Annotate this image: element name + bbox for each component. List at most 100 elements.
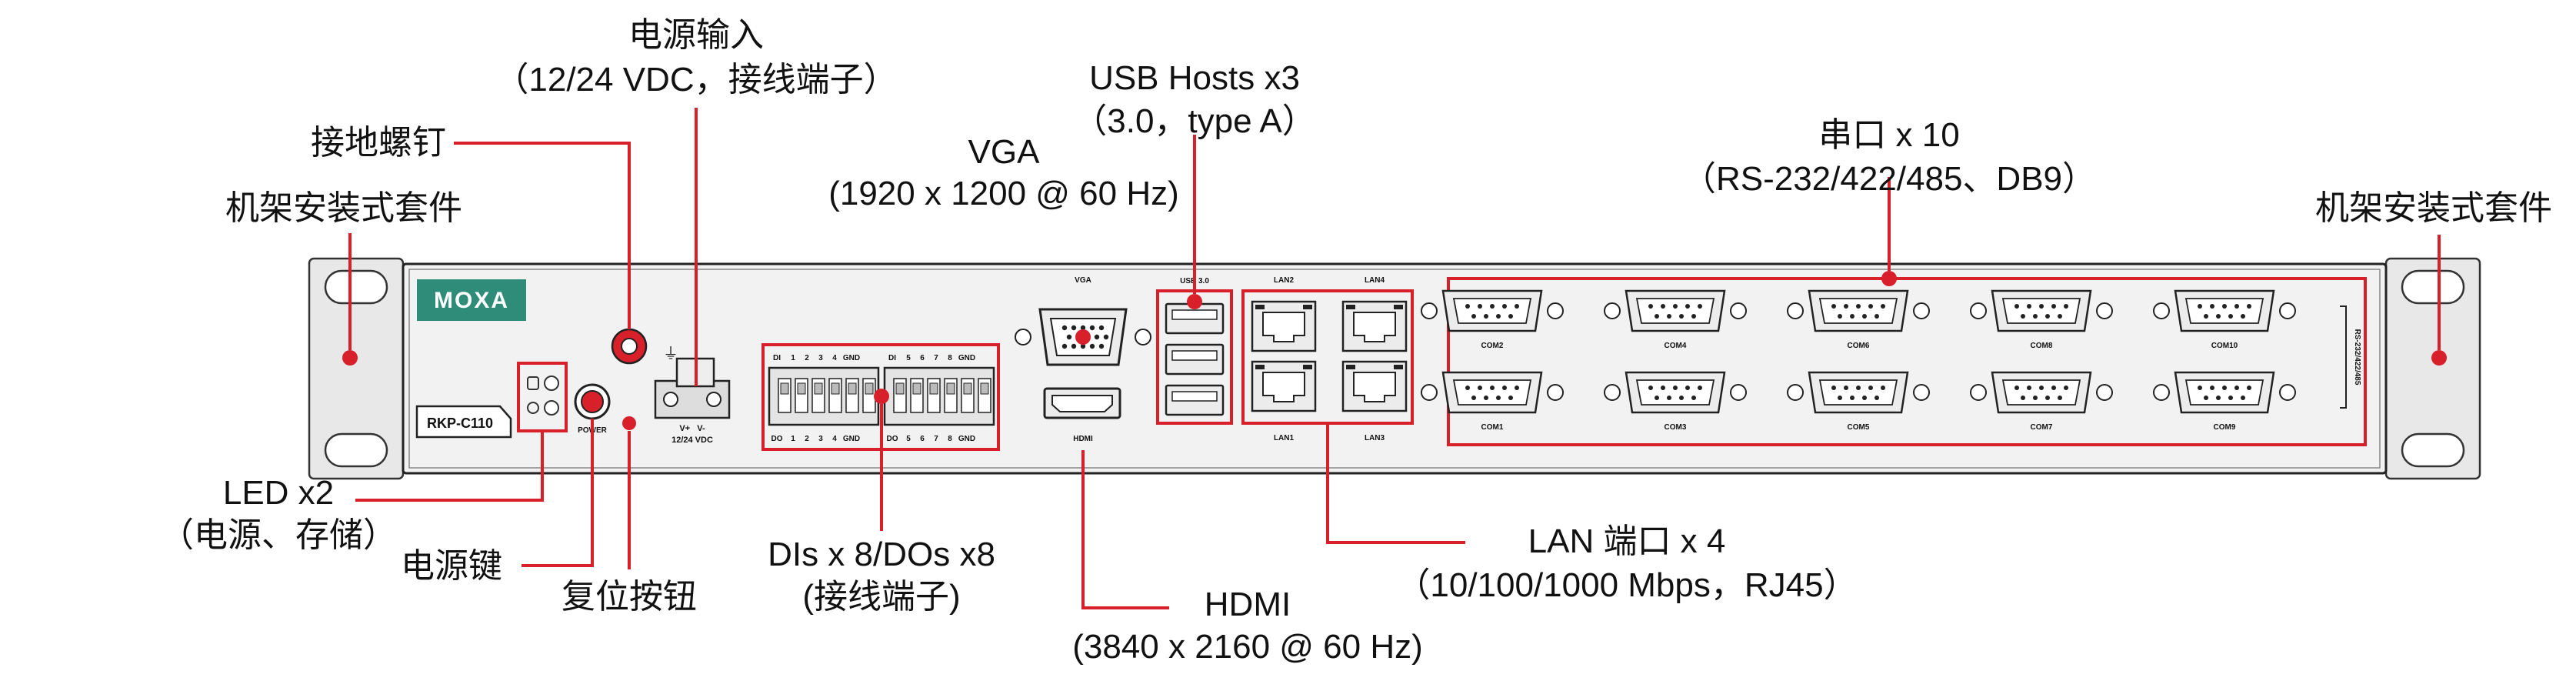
dio-top-label: DI xyxy=(773,354,781,362)
lan-port-opening xyxy=(1353,372,1396,402)
lan-led xyxy=(1346,305,1355,309)
dio-top-label: 3 xyxy=(818,354,823,362)
dio-bottom-label: DO xyxy=(887,435,898,443)
com-pin xyxy=(1844,386,1848,390)
com-port-inner xyxy=(1818,298,1898,324)
usb-detail: （3.0，type A） xyxy=(1073,102,1315,140)
com-pin xyxy=(1862,314,1867,319)
lan-port-opening xyxy=(1353,312,1396,342)
model-label: RKP-C110 xyxy=(427,416,493,431)
com-screw xyxy=(2279,384,2296,401)
reset-button xyxy=(622,416,636,430)
com-pin xyxy=(2064,386,2068,390)
com-port-inner xyxy=(2184,298,2264,324)
lead-lan xyxy=(1326,423,1465,544)
dio-top-label: 7 xyxy=(934,354,938,362)
dio-pin-latch xyxy=(831,382,840,395)
dio-top-label: GND xyxy=(843,354,860,362)
com-pin xyxy=(1502,304,1507,309)
com-pin xyxy=(1856,386,1861,390)
ground-screw-title: 接地螺钉 xyxy=(311,124,446,162)
hdmi-port-inner xyxy=(1051,395,1113,412)
com-label: COM3 xyxy=(1665,423,1687,432)
com-pin xyxy=(1831,386,1836,390)
com-screw xyxy=(1730,302,1747,319)
lan-port-opening xyxy=(1262,312,1305,342)
com-screw xyxy=(2279,302,2296,319)
com-pin xyxy=(2039,304,2044,309)
com-pin xyxy=(1868,304,1873,309)
vga-callout-dot xyxy=(1075,329,1091,345)
com-pin xyxy=(2234,386,2239,390)
dio-callout-dot xyxy=(874,389,889,404)
com-screw xyxy=(2096,302,2113,319)
com-pin xyxy=(2045,396,2050,400)
com-pin xyxy=(1850,314,1855,319)
com-pin xyxy=(1868,386,1873,390)
serial-highlight xyxy=(1447,277,2367,446)
lan-port-opening xyxy=(1262,372,1305,402)
vga-pin xyxy=(1080,343,1086,349)
com-ports: COM2COM1COM4COM3COM6COM5COM8COM7COM10COM… xyxy=(1421,289,2296,432)
dio-bottom-label: 3 xyxy=(818,435,823,443)
com-pin xyxy=(2045,314,2050,319)
power-button-cap xyxy=(581,390,604,413)
lan-led xyxy=(1255,365,1265,369)
com-screw xyxy=(1604,384,1621,401)
com-screw xyxy=(1604,302,1621,319)
com-label: COM5 xyxy=(1848,423,1870,432)
lan-led xyxy=(1303,365,1312,369)
storage-led-icon xyxy=(527,376,539,390)
dio-top-label: 6 xyxy=(920,354,925,362)
dio-bottom-label: GND xyxy=(843,435,860,443)
dio-pin-latch xyxy=(797,382,806,395)
com-port-inner xyxy=(1818,379,1898,406)
vga-pin xyxy=(1061,325,1068,331)
vga-screw-right xyxy=(1135,329,1151,346)
com-pin xyxy=(2033,396,2038,400)
dio-pin-latch xyxy=(814,382,823,395)
com-pin xyxy=(1875,314,1879,319)
com-screw xyxy=(2153,384,2170,401)
com-pin xyxy=(1484,396,1488,400)
com-pin xyxy=(1496,396,1501,400)
dio-bottom-label: 2 xyxy=(805,435,809,443)
lan-label: LAN4 xyxy=(1365,276,1385,285)
dio-pin-latch xyxy=(780,382,789,395)
lead-ground-screw xyxy=(454,142,631,329)
dio-pin-latch xyxy=(895,382,905,395)
com-pin xyxy=(2058,314,2062,319)
com-screw xyxy=(1787,384,1804,401)
com-screw xyxy=(1547,384,1564,401)
com-screw xyxy=(1970,384,1987,401)
com-pin xyxy=(1862,396,1867,400)
dio-pin-latch xyxy=(980,382,989,395)
com-screw xyxy=(1970,302,1987,319)
com-screw xyxy=(1730,384,1747,401)
com-pin xyxy=(1698,304,1702,309)
serial-side-label: RS-232/422/485 xyxy=(2353,329,2361,386)
dio-pin-latch xyxy=(848,382,857,395)
com-screw xyxy=(1547,302,1564,319)
vga-pin xyxy=(1098,325,1105,331)
serial-callout-dot xyxy=(1881,271,1897,286)
usb-port-tongue xyxy=(1171,350,1218,361)
dio-bottom-label: DO xyxy=(771,435,783,443)
rack-slot-right-bottom xyxy=(2401,432,2465,468)
power-led xyxy=(544,400,559,416)
vga-screw-left xyxy=(1015,329,1031,346)
com-pin xyxy=(1685,304,1690,309)
com-pin xyxy=(1655,314,1659,319)
power-terminal-rating: 12/24 VDC xyxy=(671,436,713,445)
lan-led xyxy=(1394,365,1403,369)
dio-top-label: DI xyxy=(888,354,896,362)
com-pin xyxy=(2039,386,2044,390)
com-pin xyxy=(1875,396,1879,400)
com-pin xyxy=(2204,314,2208,319)
com-pin xyxy=(1484,314,1488,319)
com-port-inner xyxy=(2001,298,2081,324)
vga-pin xyxy=(1094,334,1100,340)
